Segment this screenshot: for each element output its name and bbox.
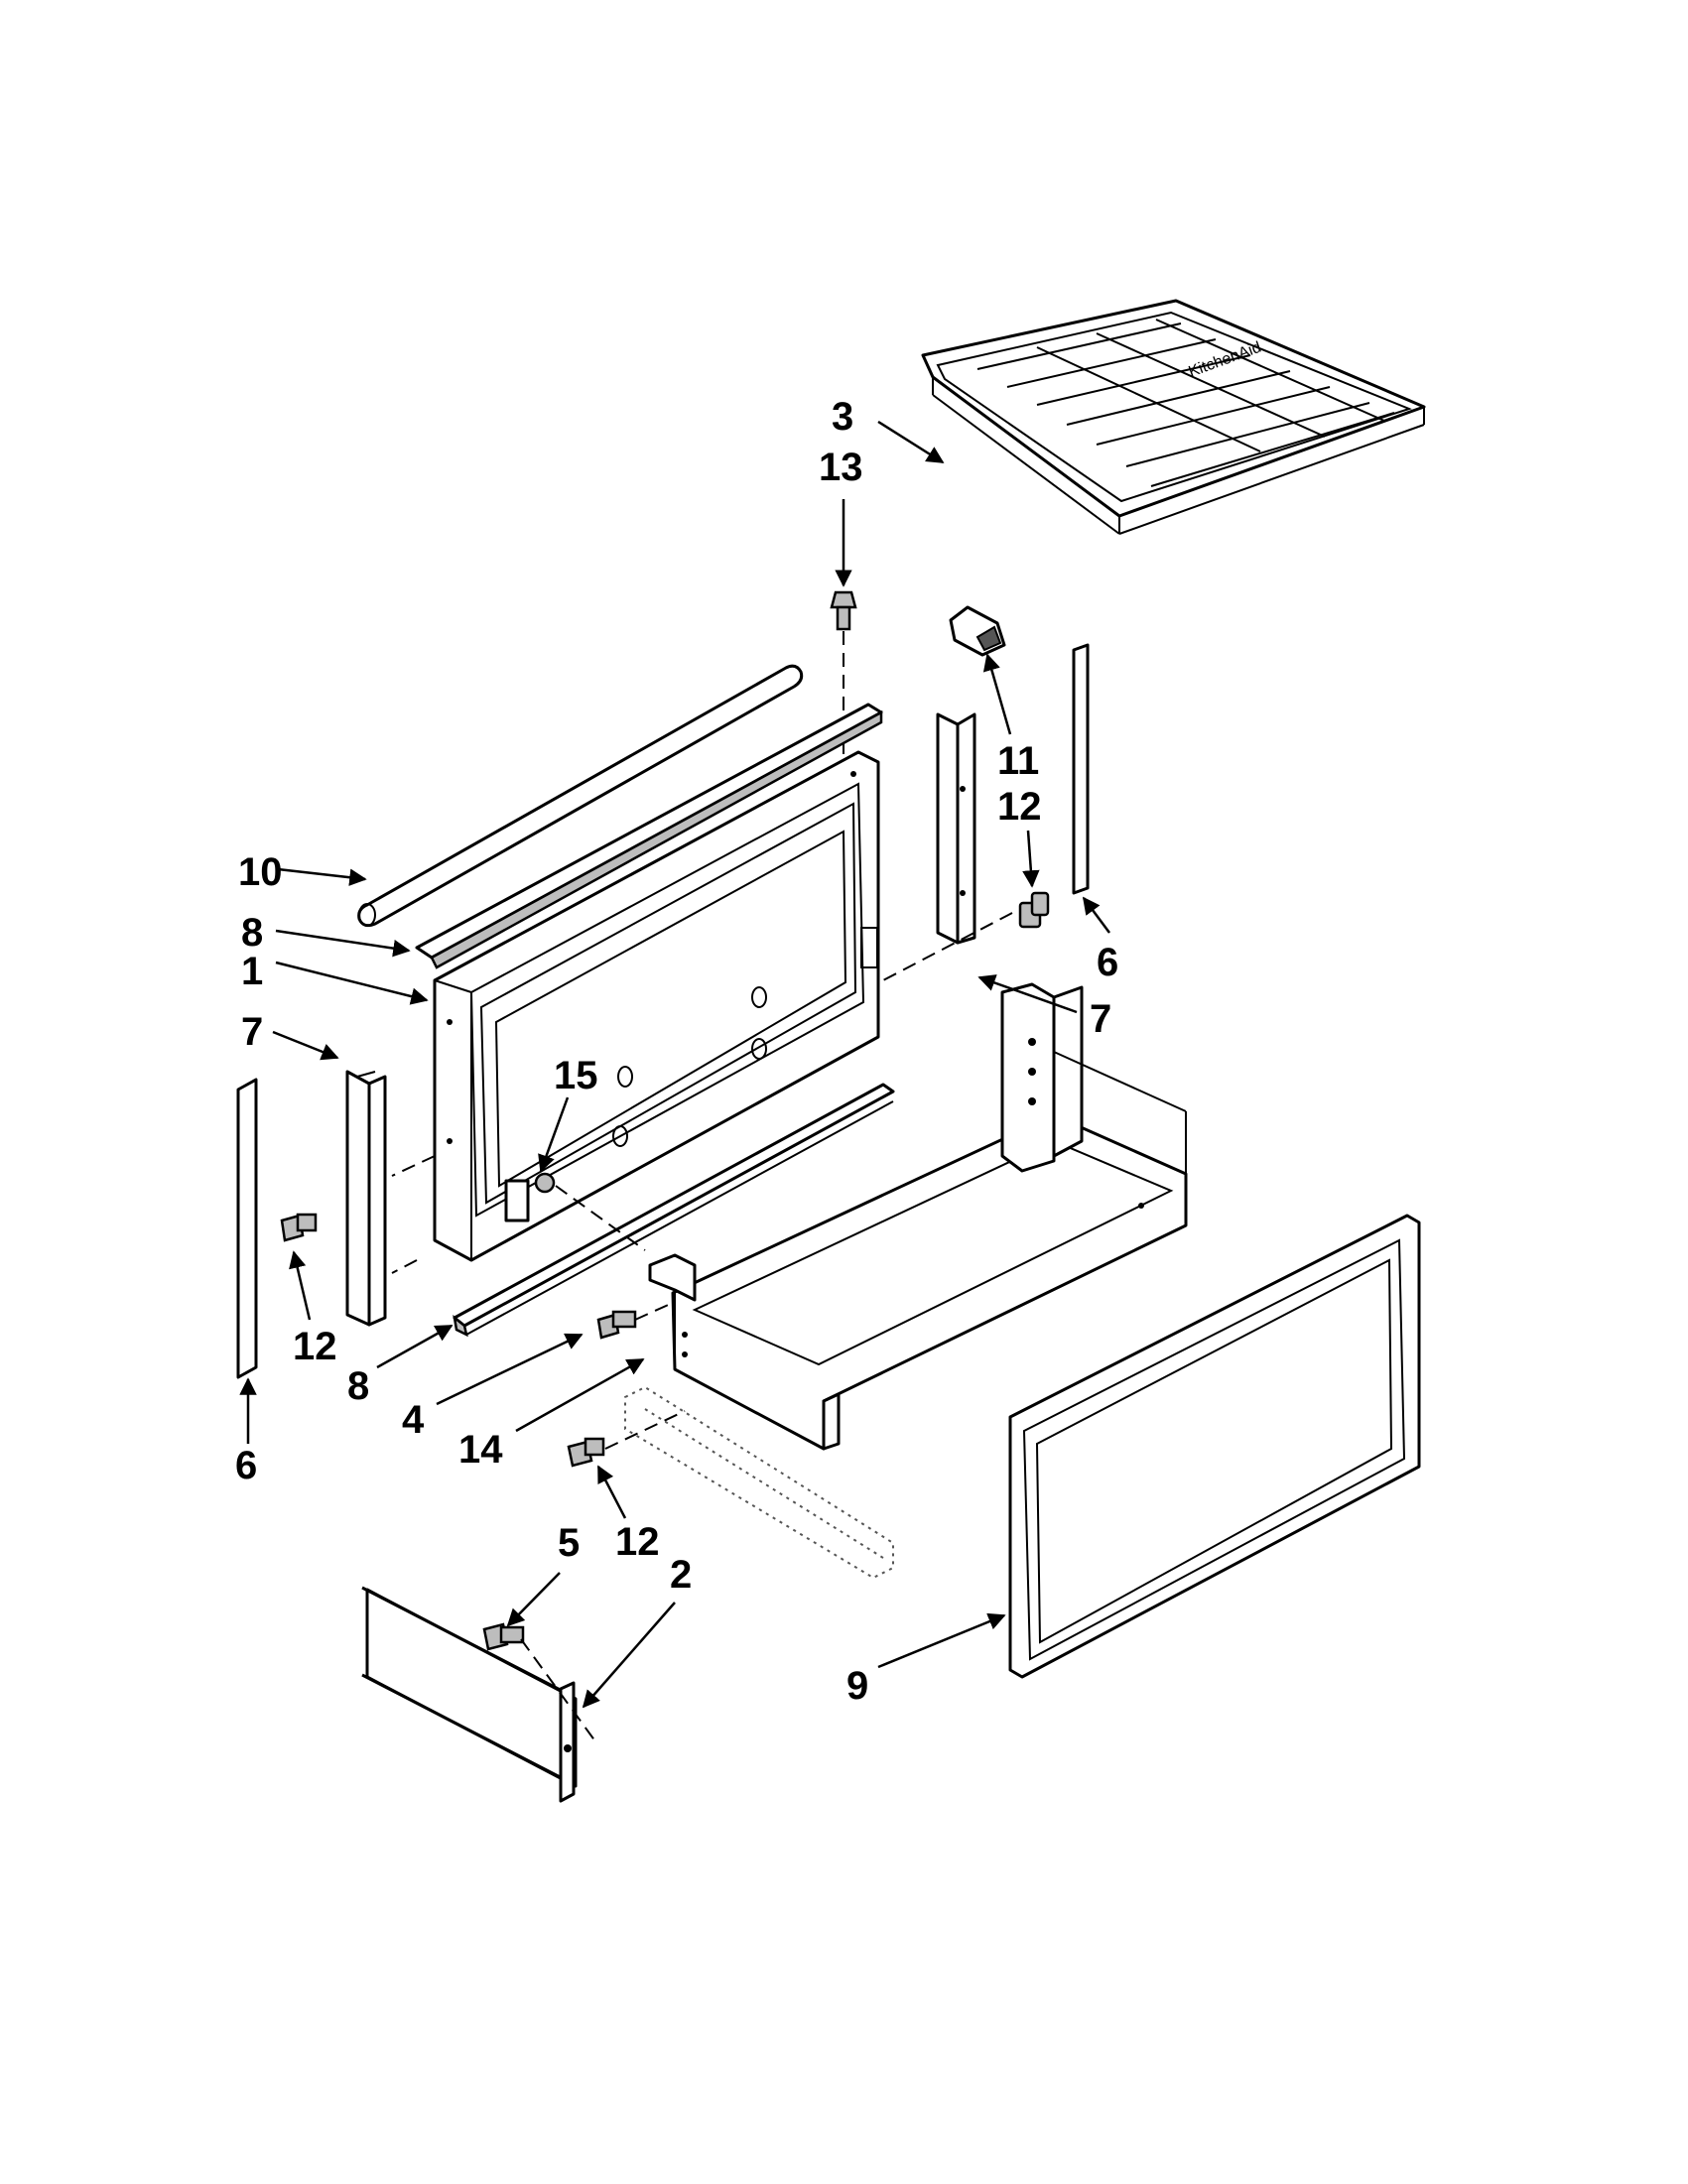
alignment-line	[555, 1185, 646, 1251]
callout-10: 10	[238, 850, 283, 894]
callout-12-left: 12	[293, 1325, 337, 1368]
bumper-15	[504, 1172, 556, 1222]
callout-9: 9	[846, 1664, 868, 1708]
rod-10	[357, 664, 804, 928]
callout-12-upper-right: 12	[997, 785, 1042, 829]
screw-5	[482, 1622, 525, 1651]
trim-6-right	[1072, 643, 1090, 895]
trim-6-left	[236, 1078, 258, 1379]
alignment-line	[882, 912, 1013, 981]
callout-6-right: 6	[1097, 941, 1118, 984]
leader-lines	[239, 420, 1111, 1709]
callout-8-top: 8	[241, 911, 263, 955]
callout-2: 2	[670, 1553, 692, 1597]
callout-7-left: 7	[241, 1010, 263, 1054]
strip-8-bottom	[453, 1083, 895, 1338]
callout-7-right: 7	[1090, 997, 1111, 1041]
callout-3: 3	[832, 395, 853, 439]
callout-15: 15	[554, 1054, 598, 1097]
alignment-line	[604, 1410, 686, 1450]
alignment-line	[634, 1301, 676, 1321]
callout-8-bottom: 8	[347, 1364, 369, 1408]
screw-12-left	[280, 1213, 318, 1242]
alignment-line	[391, 1259, 418, 1274]
callout-1: 1	[241, 950, 263, 993]
bracket-11	[949, 605, 1006, 657]
callout-12-lower: 12	[615, 1520, 660, 1564]
callout-5: 5	[558, 1521, 580, 1565]
shelf-part: KitchenAid	[921, 299, 1426, 535]
gasket-9	[1008, 1214, 1421, 1679]
screw-12-lower	[567, 1437, 605, 1468]
alignment-line	[391, 1155, 436, 1177]
callout-6-left: 6	[235, 1444, 257, 1487]
callout-11: 11	[997, 739, 1039, 783]
strip-8-top	[415, 703, 883, 969]
screw-12-upper-right	[1018, 891, 1050, 929]
front-panel-2	[361, 1586, 578, 1803]
channel-7-left	[345, 1070, 387, 1327]
slide-rail-ghost	[624, 1385, 894, 1580]
callout-4: 4	[402, 1398, 425, 1442]
screw-13	[830, 590, 857, 754]
callout-13: 13	[819, 446, 863, 489]
callout-14: 14	[458, 1428, 503, 1472]
screw-4	[596, 1310, 637, 1340]
channel-7-right	[936, 712, 976, 945]
shelf-slots	[976, 319, 1395, 487]
drawer-14	[648, 982, 1188, 1451]
door-frame-1	[433, 750, 880, 1262]
